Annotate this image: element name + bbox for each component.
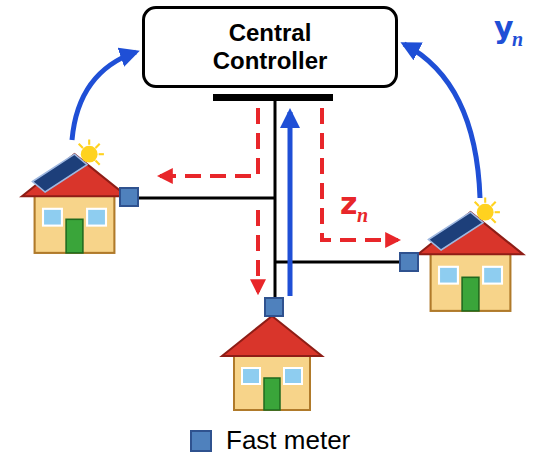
controller-box: Central Controller <box>142 6 398 88</box>
subscript-label: n <box>357 204 368 227</box>
legend-row: Fast meter <box>190 425 350 456</box>
signal-label: y <box>494 10 514 45</box>
subscript-label: n <box>512 28 523 51</box>
signal-label: z <box>340 186 357 221</box>
meter-swatch <box>190 430 212 452</box>
node-title: Central Controller <box>190 19 350 74</box>
legend-text: Fast meter <box>226 425 350 456</box>
